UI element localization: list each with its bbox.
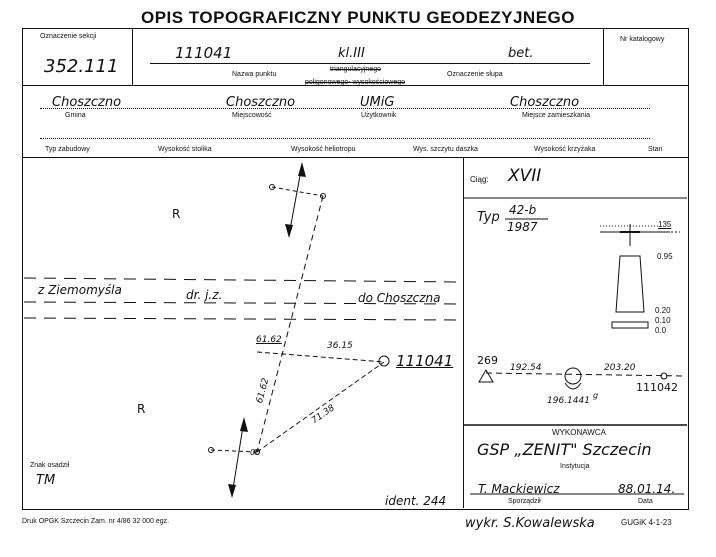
miejscowosc-value: Choszczno <box>226 95 296 110</box>
divider <box>603 29 604 85</box>
panel-divider <box>463 158 464 508</box>
typ-top: 42-b <box>509 203 537 217</box>
zamieszkanie-label: Miejsce zamieszkania <box>522 112 591 119</box>
form-title: OPIS TOPOGRAFICZNY PUNKTU GEODEZYJNEGO <box>141 8 575 27</box>
point-number-sketch: 111041 <box>396 352 454 370</box>
depth-135: 135 <box>658 220 672 229</box>
depth-010: 0.10 <box>655 316 671 325</box>
zamieszkanie-value: Choszczno <box>510 95 580 110</box>
distance-6162-top: 61.62 <box>256 335 282 345</box>
form-frame <box>22 28 689 510</box>
depth-095: 0.95 <box>657 252 673 261</box>
gmina-value: Choszczno <box>52 95 122 110</box>
point-number: 111041 <box>175 44 233 62</box>
uzytkownik-value: UMiG <box>360 95 395 110</box>
divider <box>23 85 688 86</box>
reference-label: 00 <box>250 448 261 457</box>
kind-bottom: poligonowego- wysokościowego <box>305 79 406 86</box>
wykonawca-value: GSP „ZENIT" Szczecin <box>477 440 652 459</box>
traverse-distance-2: 203.20 <box>604 363 636 373</box>
point-name-label: Nazwa punktu <box>232 71 277 78</box>
data-label: Data <box>638 498 653 505</box>
col-wys-daszka: Wys. szczytu daszka <box>413 146 478 153</box>
divider <box>23 157 688 158</box>
ciag-value: XVII <box>508 166 542 186</box>
traverse-right-point: 111042 <box>636 381 678 394</box>
ident-number: ident. 244 <box>385 494 447 508</box>
wykonawca-label: WYKONAWCA <box>552 428 606 437</box>
road-type: dr. j.z. <box>186 288 223 302</box>
typ-bottom: 1987 <box>507 220 538 234</box>
traverse-left-point: 269 <box>477 354 498 367</box>
instytucja-label: Instytucja <box>560 463 590 470</box>
underline <box>150 63 590 64</box>
ciag-label: Ciąg: <box>470 175 489 184</box>
kind-top: triangulacyjnego <box>330 66 381 73</box>
col-wys-heliotropu: Wysokość heliotropu <box>291 146 356 153</box>
road-from: z Ziemomyśla <box>38 283 122 297</box>
mark-value: TM <box>36 473 56 488</box>
traverse-distance-1: 192.54 <box>510 363 542 373</box>
gmina-label: Gmina <box>65 112 86 119</box>
depth-00: 0.0 <box>655 326 667 335</box>
post-material: bet. <box>508 46 534 61</box>
divider <box>132 29 133 85</box>
road-to: do Choszczna <box>358 291 441 305</box>
col-stan: Stan <box>648 146 663 153</box>
typ-label: Typ <box>477 210 500 225</box>
post-label: Oznaczenie słupa <box>447 71 503 78</box>
col-wys-stolika: Wysokość stolika <box>158 146 212 153</box>
form-code: GUGiK 4-1-23 <box>621 518 672 527</box>
angle-unit: g <box>593 391 599 400</box>
print-info: Druk OPGK Szczecin Zam. nr 4/86 32 000 e… <box>22 518 170 525</box>
land-use-r2: R <box>137 402 146 416</box>
miejscowosc-label: Miejscowość <box>232 112 272 119</box>
point-class: kl.III <box>338 46 365 61</box>
land-use-r1: R <box>172 207 181 221</box>
section-label: Oznaczenie sekcji <box>40 33 97 40</box>
traverse-angle: 196.1441 <box>547 396 590 406</box>
underline <box>40 108 650 109</box>
section-value: 352.111 <box>44 56 119 77</box>
author: wykr. S.Kowalewska <box>465 516 595 531</box>
col-wys-krzyzaka: Wysokość krzyżaka <box>534 146 596 153</box>
depth-020: 0.20 <box>655 306 671 315</box>
distance-3615: 36.15 <box>327 341 353 351</box>
sporzadzil-value: T. Mackiewicz <box>478 482 560 496</box>
underline <box>40 138 650 139</box>
catalog-label: Nr katalogowy <box>620 36 665 43</box>
mark-label: Znak osadził <box>30 462 70 469</box>
data-value: 88.01.14. <box>618 482 676 496</box>
uzytkownik-label: Użytkownik <box>361 112 397 119</box>
sporzadzil-label: Sporządził <box>508 498 541 505</box>
col-typ-zabudowy: Typ zabudowy <box>45 146 90 153</box>
